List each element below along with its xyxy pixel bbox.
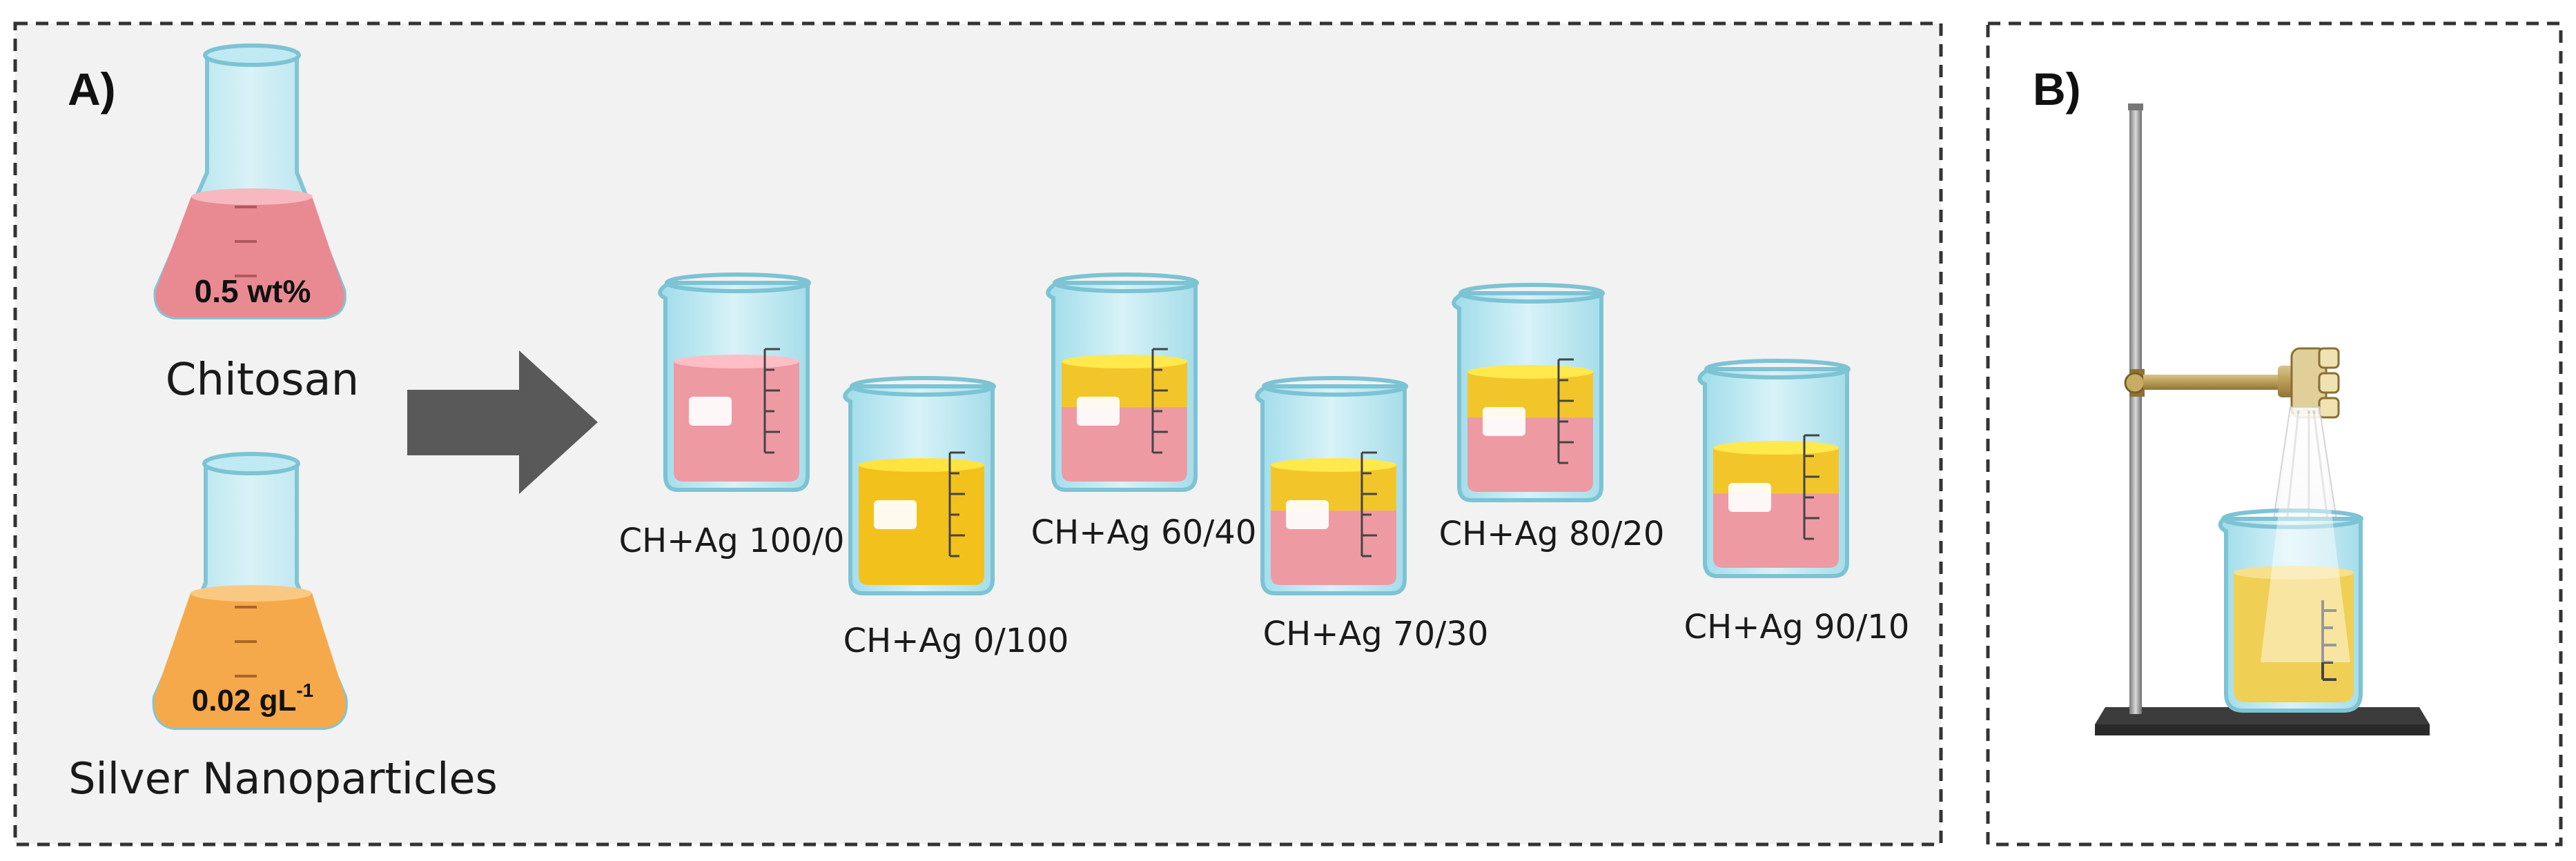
beaker-rim [1262, 376, 1408, 397]
chitosan-liquid [155, 197, 344, 317]
process-arrow [407, 350, 598, 494]
beaker-sticker [1286, 500, 1329, 529]
chitosan-flask [153, 43, 347, 319]
liquid-surface [674, 355, 799, 368]
liquid-surface [1062, 355, 1187, 368]
beaker: CH+Ag 70/30 [1255, 376, 1489, 653]
beaker-rim [665, 273, 811, 293]
beaker-liquid-bottom [1713, 493, 1839, 568]
beaker-liquid-bottom [1467, 417, 1593, 492]
beaker-sticker [1728, 483, 1771, 512]
beaker-sticker [689, 397, 732, 426]
chitosan-concentration: 0.5 wt% [195, 273, 311, 309]
chitosan-label: Chitosan [166, 355, 359, 406]
beaker-sticker [1077, 397, 1120, 426]
beaker-liquid-bottom [1062, 407, 1187, 482]
beaker-rim [850, 376, 996, 397]
beaker: CH+Ag 80/20 [1439, 283, 1665, 553]
beaker-label: CH+Ag 80/20 [1439, 515, 1665, 553]
beaker-rim [1704, 359, 1851, 379]
beaker: CH+Ag 90/10 [1684, 359, 1910, 646]
silver-liquid [154, 593, 346, 728]
liquid-surface [1467, 365, 1593, 379]
beaker-label: CH+Ag 90/10 [1684, 608, 1910, 646]
beaker-sticker [874, 500, 917, 529]
beaker-liquid-bottom [1271, 511, 1396, 585]
liquid-surface [1713, 441, 1839, 455]
liquid-surface [1271, 458, 1396, 472]
panel-b-letter: B) [2033, 63, 2081, 115]
beaker-label: CH+Ag 60/40 [1031, 513, 1257, 552]
liquid-surface [859, 458, 984, 472]
beaker-liquid-top [1062, 362, 1187, 408]
beaker-label: CH+Ag 0/100 [843, 622, 1069, 660]
beaker-liquid-top [1713, 448, 1839, 494]
silver-flask [152, 452, 348, 730]
beaker-label: CH+Ag 100/0 [619, 522, 845, 560]
beaker-label: CH+Ag 70/30 [1263, 615, 1489, 653]
silver-label: Silver Nanoparticles [68, 753, 498, 804]
beaker: CH+Ag 0/100 [843, 376, 1069, 660]
panel-a-letter: A) [68, 63, 116, 115]
beaker: CH+Ag 100/0 [619, 273, 845, 560]
beaker-liquid-top [1271, 465, 1396, 511]
silver-concentration: 0.02 gL-1 [192, 680, 314, 718]
beaker-rim [1053, 273, 1199, 293]
dipping-beaker [2218, 508, 2363, 713]
beaker: CH+Ag 60/40 [1031, 273, 1257, 552]
beaker-liquid-top [1467, 372, 1593, 418]
beaker-rim [1458, 283, 1605, 304]
beaker-sticker [1483, 407, 1525, 436]
